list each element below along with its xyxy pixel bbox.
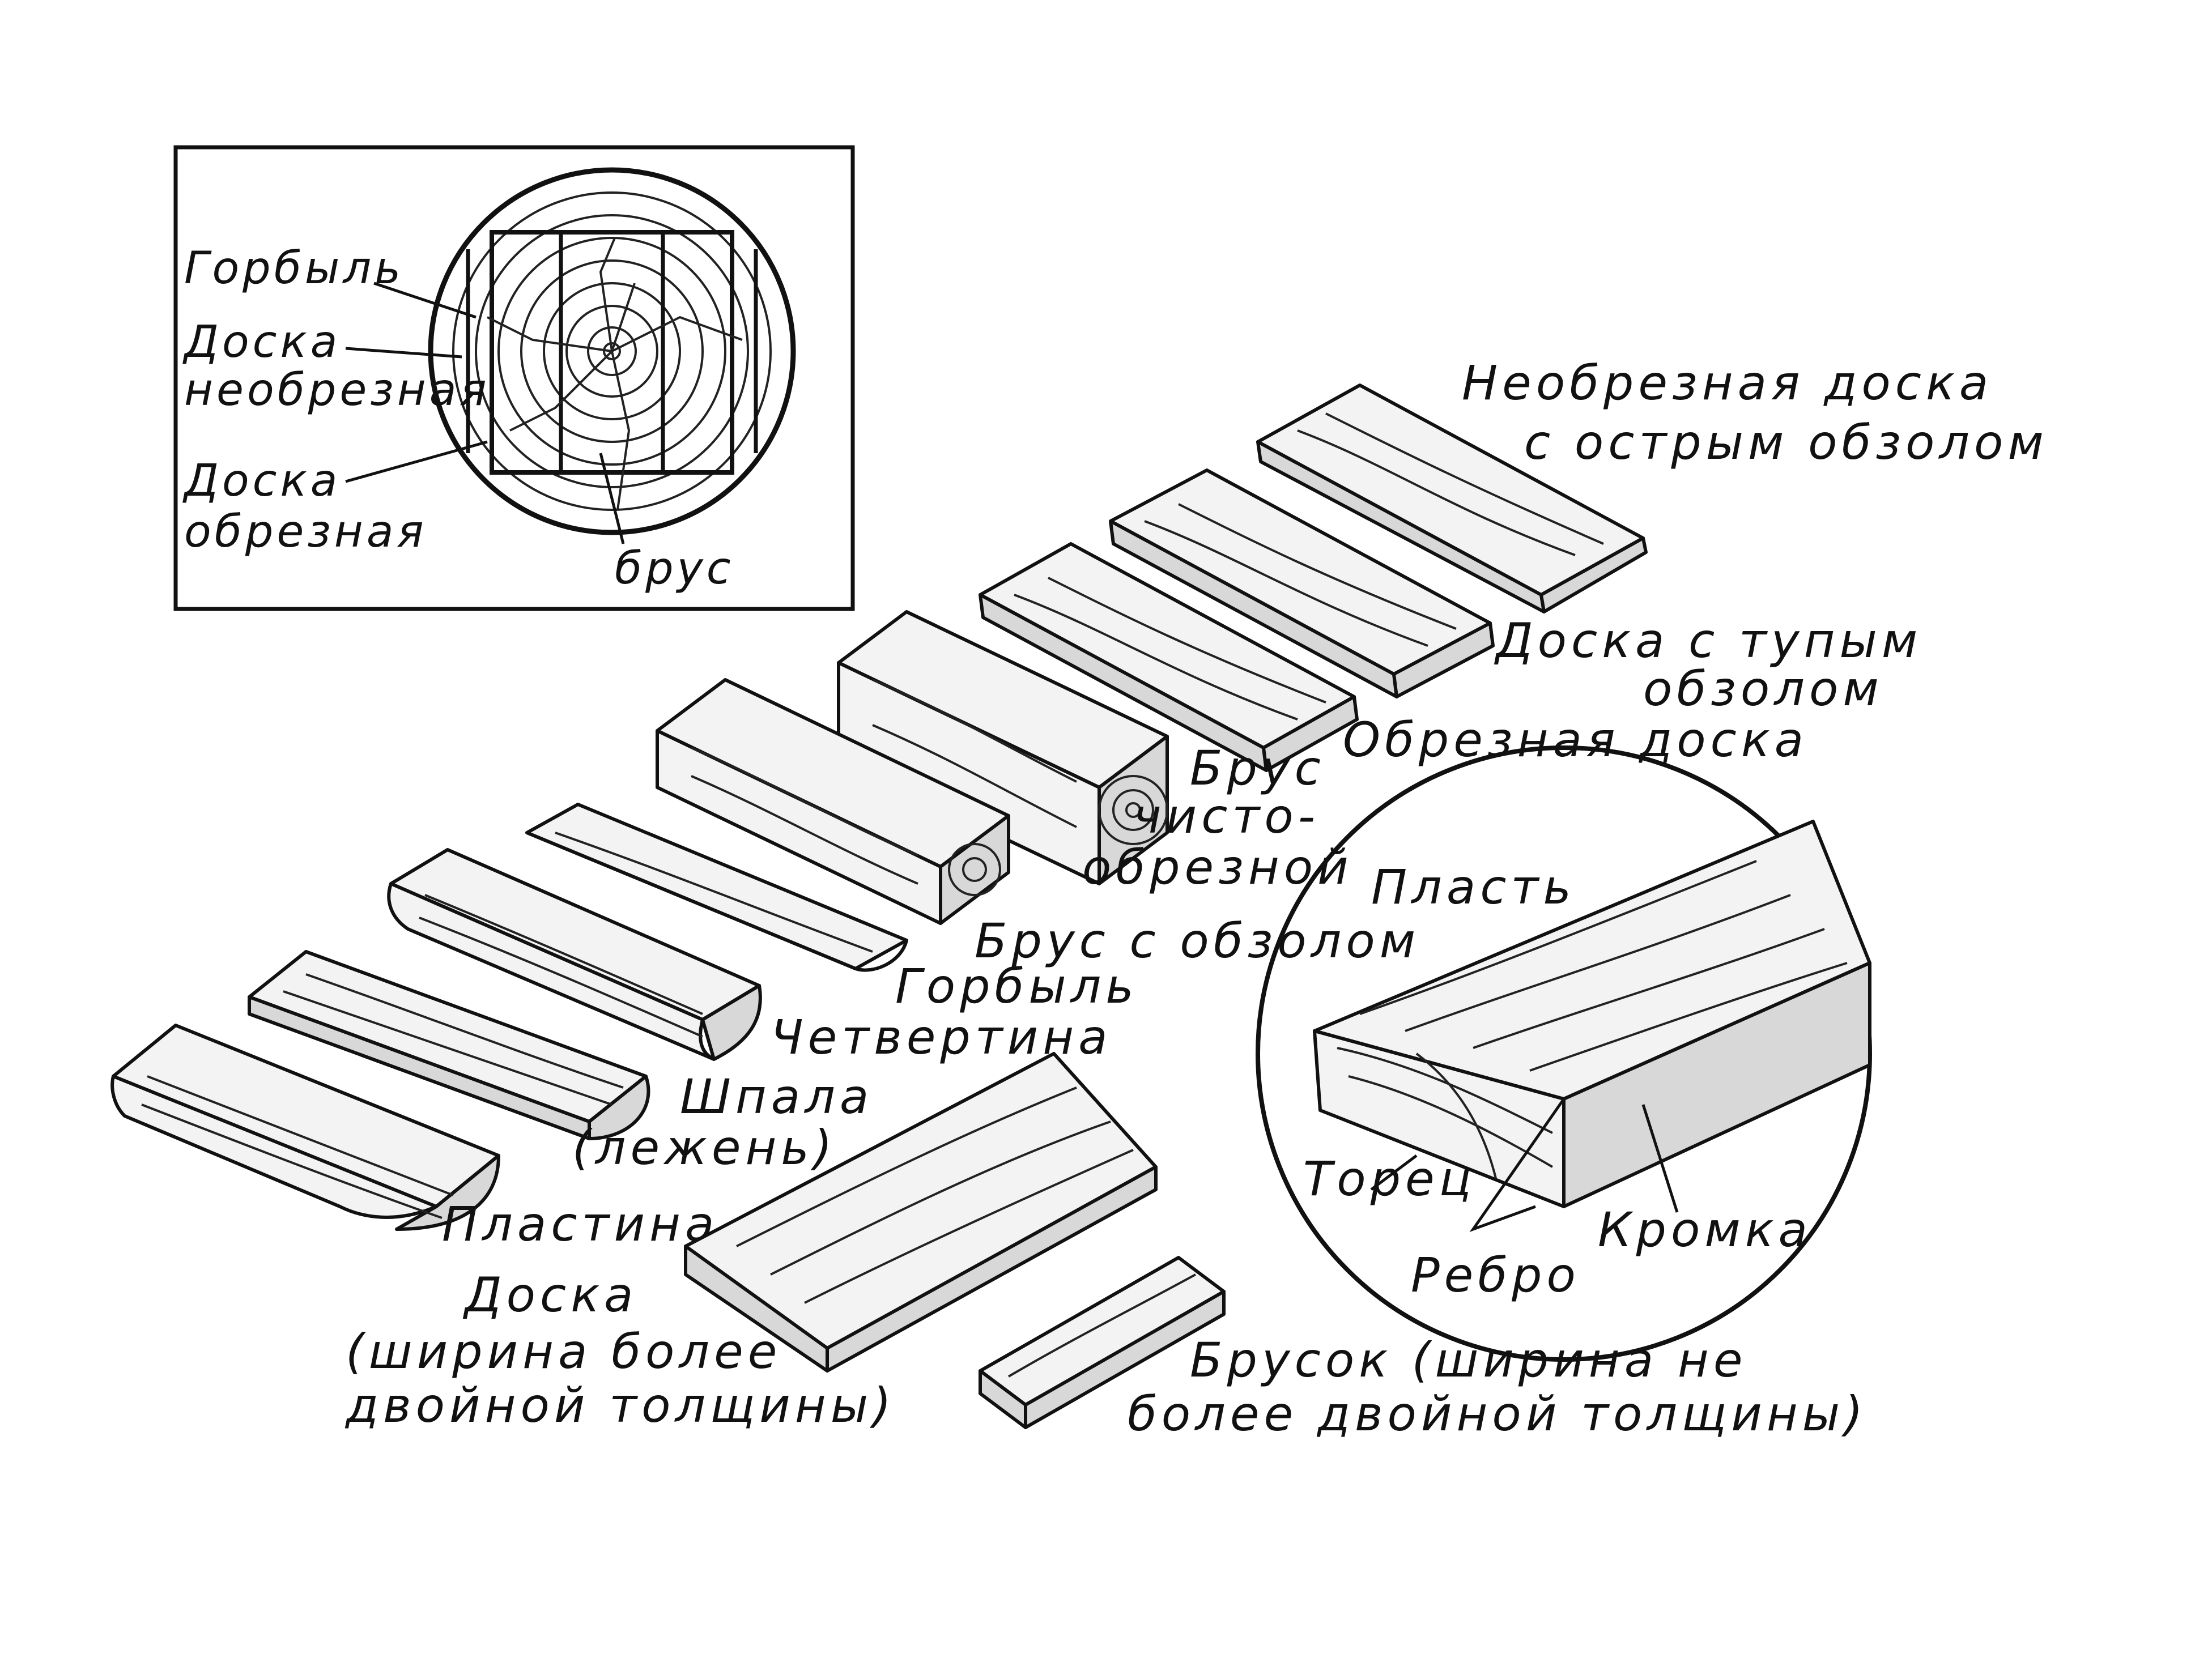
piece-half-log [110,1024,500,1231]
piece-slab [525,803,908,972]
leader-obreznaya [345,440,488,483]
label-unedged-sharp-1: Необрезная доска [1462,355,1993,411]
piece-quarter-log [387,848,762,1061]
label-wide-board-2: (ширина более [346,1324,781,1379]
label-small-bar-2: более двойной толщины) [1128,1386,1868,1442]
leader-brus [599,453,625,544]
leader-neobreznaya [345,347,462,359]
label-brus: брус [615,543,734,594]
piece-beam-with-wane [656,678,1010,925]
label-clean-beam-3: обрезной [1082,839,1353,895]
board-edge-kromka [1562,961,1871,1208]
label-half-log: Пластина [442,1196,718,1252]
label-clean-beam-1: Брус [1190,740,1325,796]
label-doska-obreznaya-1: Доска [182,455,341,506]
piece-small-bar [979,1256,1226,1429]
piece-wide-board [684,1052,1158,1373]
beam-outline [490,230,734,475]
label-gorbyl: Горбыль [184,243,404,294]
leader-rebro [1469,1098,1566,1233]
piece-clean-beam [837,610,1169,885]
piece-unedged-board-sharp-wane [1256,383,1648,613]
label-wide-board-3: двойной толщины) [344,1378,896,1433]
piece-sleeper [248,950,650,1140]
label-slab: Горбыль [895,958,1138,1014]
label-blunt-wane-1: Доска с тупым [1494,613,1922,668]
label-doska-neobreznaya-1: Доска [182,317,341,368]
label-clean-beam-2: чисто- [1133,789,1320,844]
lumber-pieces: Необрезная доска с острым обзолом Доска … [110,355,2048,1442]
inset-frame [173,145,855,611]
label-sleeper-1: Шпала [680,1069,873,1124]
log-section-inset: Горбыль Доска необрезная Доска обрезная … [173,145,855,611]
label-doska-obreznaya-2: обрезная [184,506,427,557]
leader-gorbyl [373,282,477,319]
label-blunt-wane-2: обзолом [1643,661,1883,717]
leader-torec [1370,1154,1418,1191]
label-torec: Торец [1303,1151,1476,1207]
label-quarter: Четвертина [771,1009,1112,1065]
label-edged-board: Обрезная доска [1343,712,1808,768]
piece-edged-board [979,542,1359,772]
label-unedged-sharp-2: с острым обзолом [1524,415,2048,470]
piece-board-blunt-wane [1109,468,1495,698]
label-beam-wane: Брус с обзолом [975,913,1420,969]
label-sleeper-2: (лежень) [572,1120,837,1175]
leader-kromka [1641,1104,1679,1213]
label-doska-neobreznaya-2: необрезная [184,365,490,416]
board-parts-detail: Пласть Торец Ребро Кромка [1256,745,1872,1362]
log-cross-section [428,167,796,535]
label-kromka: Кромка [1598,1202,1812,1258]
label-rebro: Ребро [1411,1247,1580,1303]
label-wide-board-1: Доска [462,1267,637,1323]
label-plast: Пласть [1371,859,1576,915]
